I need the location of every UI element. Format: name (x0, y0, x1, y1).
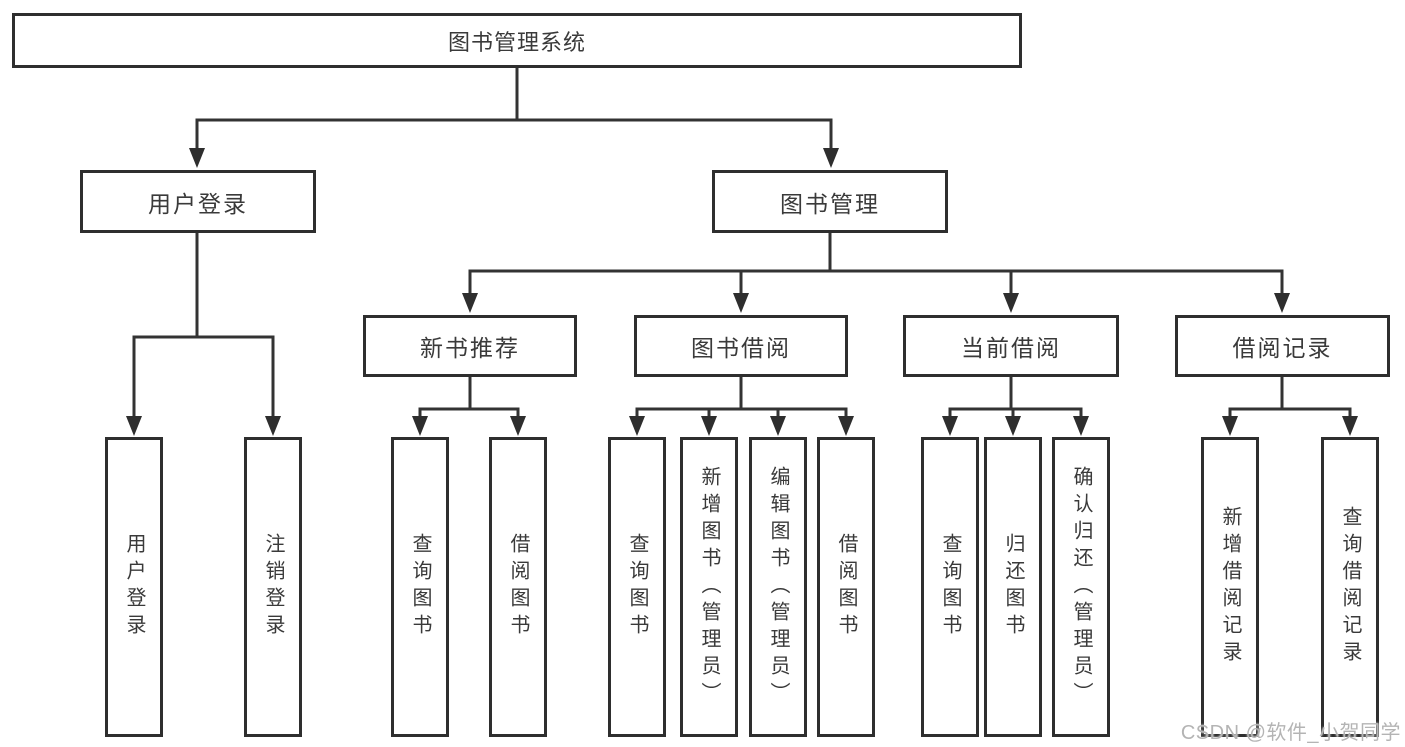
node-leaf-logout: 注销登录 (244, 437, 302, 737)
node-leaf-user-login-label: 用户登录 (123, 533, 145, 641)
node-leaf-query-books-recommend: 查询图书 (391, 437, 449, 737)
node-leaf-query-books-borrow: 查询图书 (608, 437, 666, 737)
node-new-book-recommend: 新书推荐 (363, 315, 577, 377)
node-leaf-query-books-current-label: 查询图书 (939, 533, 961, 641)
node-leaf-edit-books-admin-label: 编辑图书（管理员） (767, 465, 789, 709)
node-leaf-query-borrow-record: 查询借阅记录 (1321, 437, 1379, 737)
node-new-book-recommend-label: 新书推荐 (420, 335, 520, 361)
node-leaf-logout-label: 注销登录 (262, 533, 284, 641)
node-leaf-return-books: 归还图书 (984, 437, 1042, 737)
node-leaf-query-books-borrow-label: 查询图书 (626, 533, 648, 641)
node-current-borrow-label: 当前借阅 (961, 335, 1061, 361)
node-leaf-return-books-label: 归还图书 (1002, 533, 1024, 641)
node-leaf-add-borrow-record-label: 新增借阅记录 (1219, 506, 1241, 668)
node-leaf-add-books-admin-label: 新增图书（管理员） (698, 465, 720, 709)
node-leaf-user-login: 用户登录 (105, 437, 163, 737)
node-user-login-label: 用户登录 (148, 190, 248, 217)
node-book-borrow-label: 图书借阅 (691, 335, 791, 361)
node-leaf-query-books-recommend-label: 查询图书 (409, 533, 431, 641)
node-book-management-label: 图书管理 (780, 190, 880, 217)
node-borrow-records: 借阅记录 (1175, 315, 1390, 377)
node-leaf-borrow-books: 借阅图书 (817, 437, 875, 737)
node-book-management: 图书管理 (712, 170, 948, 233)
node-current-borrow: 当前借阅 (903, 315, 1119, 377)
node-root: 图书管理系统 (12, 13, 1022, 68)
node-borrow-records-label: 借阅记录 (1232, 335, 1333, 361)
node-leaf-borrow-books-label: 借阅图书 (835, 533, 857, 641)
node-root-label: 图书管理系统 (447, 29, 586, 55)
node-leaf-confirm-return-admin: 确认归还（管理员） (1052, 437, 1110, 737)
node-leaf-add-borrow-record: 新增借阅记录 (1201, 437, 1259, 737)
node-book-borrow: 图书借阅 (634, 315, 848, 377)
node-leaf-borrow-books-recommend-label: 借阅图书 (507, 533, 529, 641)
node-user-login: 用户登录 (80, 170, 316, 233)
node-leaf-query-books-current: 查询图书 (921, 437, 979, 737)
node-leaf-query-borrow-record-label: 查询借阅记录 (1339, 506, 1361, 668)
node-leaf-borrow-books-recommend: 借阅图书 (489, 437, 547, 737)
node-leaf-confirm-return-admin-label: 确认归还（管理员） (1070, 465, 1092, 709)
csdn-watermark: CSDN @软件_小贺同学 (1180, 722, 1401, 744)
node-leaf-add-books-admin: 新增图书（管理员） (680, 437, 738, 737)
node-leaf-edit-books-admin: 编辑图书（管理员） (749, 437, 807, 737)
